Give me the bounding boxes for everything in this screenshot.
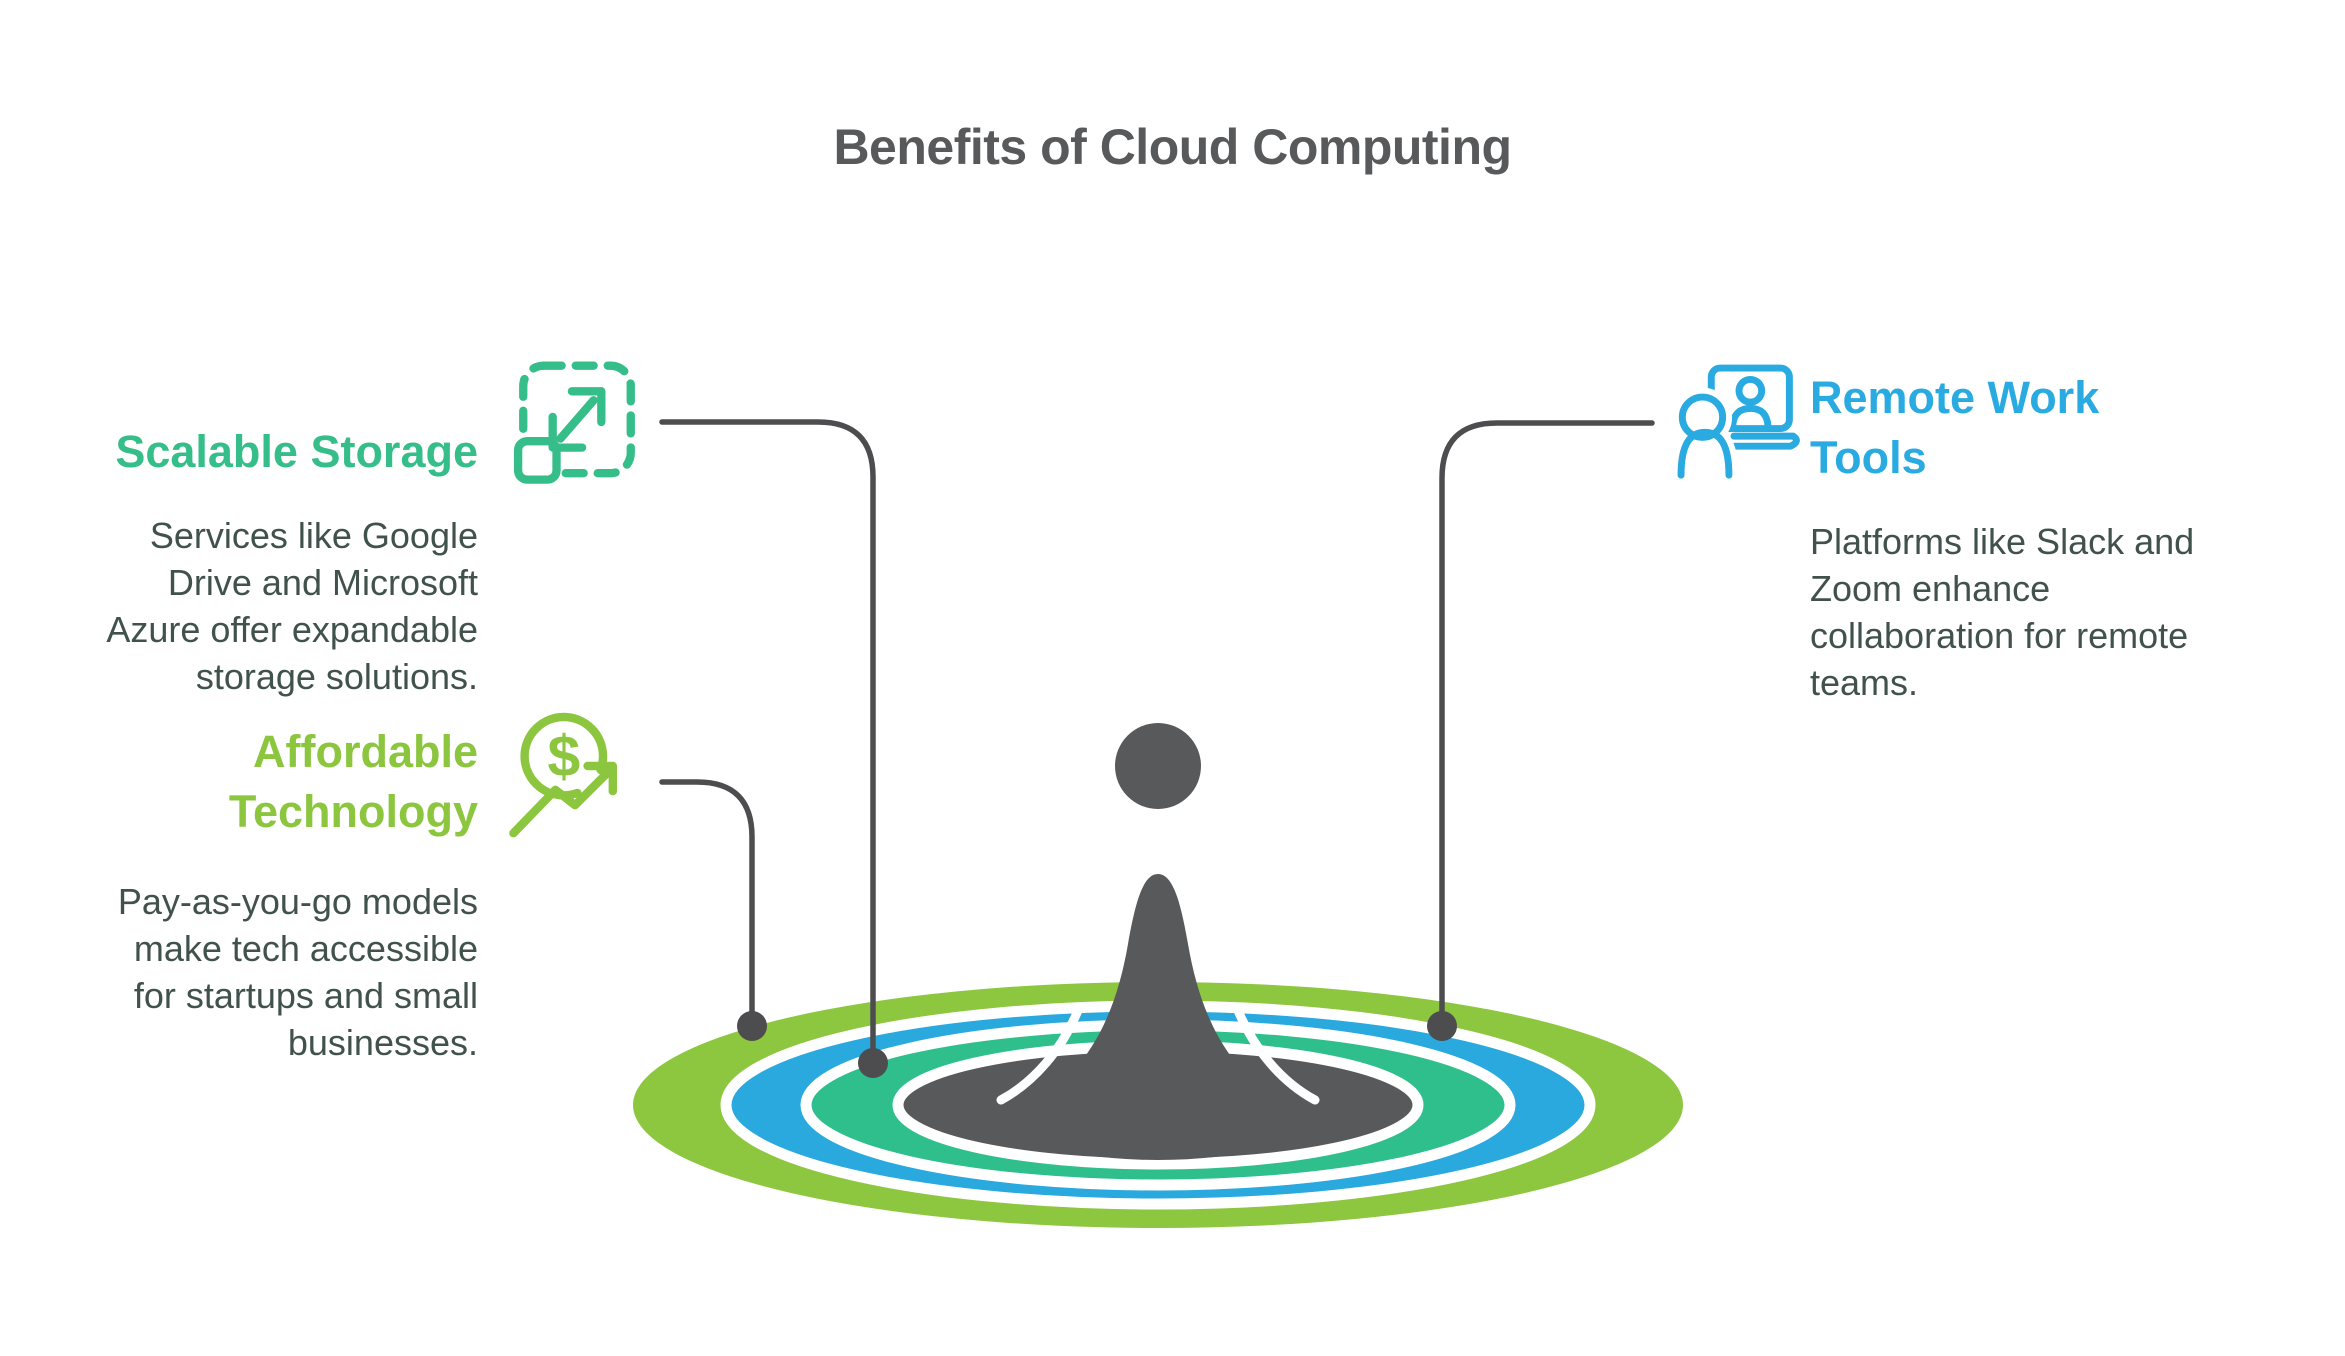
section-remote-work-tools-heading: Remote Work Tools bbox=[1810, 368, 2345, 488]
section-scalable-storage-heading: Scalable Storage bbox=[0, 422, 478, 482]
heading-line: Tools bbox=[1810, 432, 1927, 483]
body-line: Drive and Microsoft bbox=[167, 562, 478, 603]
person-head bbox=[1115, 723, 1201, 809]
section-scalable-storage-body: Services like Google Drive and Microsoft… bbox=[0, 512, 478, 700]
section-remote-work-tools-body: Platforms like Slack and Zoom enhance co… bbox=[1810, 518, 2345, 706]
body-line: collaboration for remote bbox=[1810, 615, 2189, 656]
splash-gap-left bbox=[996, 1003, 1084, 1105]
section-affordable-technology-heading: Affordable Technology bbox=[0, 722, 478, 842]
heading-line: Technology bbox=[228, 786, 478, 837]
connector-affordable-technology bbox=[659, 779, 755, 1029]
body-line: for startups and small bbox=[133, 975, 478, 1016]
person-body bbox=[1007, 874, 1309, 1160]
heading-line: Affordable bbox=[253, 726, 478, 777]
connector-dot-affordable-technology bbox=[737, 1011, 767, 1041]
connector-scalable-storage bbox=[659, 419, 876, 1066]
connector-dot-scalable-storage bbox=[858, 1048, 888, 1078]
body-line: Pay-as-you-go models bbox=[117, 881, 478, 922]
body-line: Services like Google bbox=[149, 515, 478, 556]
body-line: storage solutions. bbox=[195, 656, 478, 697]
body-line: teams. bbox=[1810, 662, 1919, 703]
body-line: Azure offer expandable bbox=[106, 609, 478, 650]
body-line: make tech accessible bbox=[133, 928, 478, 969]
section-affordable-technology-body: Pay-as-you-go models make tech accessibl… bbox=[0, 878, 478, 1066]
heading-line: Scalable Storage bbox=[115, 426, 478, 477]
dollar-growth-icon: $ bbox=[505, 710, 645, 850]
video-call-icon bbox=[1676, 358, 1802, 484]
connector-remote-work-tools bbox=[1439, 420, 1655, 1029]
connector-dot-remote-work-tools bbox=[1427, 1011, 1457, 1041]
body-line: businesses. bbox=[287, 1022, 478, 1063]
expand-icon bbox=[513, 358, 641, 486]
dollar-symbol: $ bbox=[547, 724, 580, 789]
body-line: Platforms like Slack and bbox=[1810, 521, 2195, 562]
splash-gap-right bbox=[1232, 1003, 1320, 1105]
heading-line: Remote Work bbox=[1810, 372, 2100, 423]
page-title: Benefits of Cloud Computing bbox=[833, 119, 1512, 175]
body-line: Zoom enhance bbox=[1810, 568, 2051, 609]
